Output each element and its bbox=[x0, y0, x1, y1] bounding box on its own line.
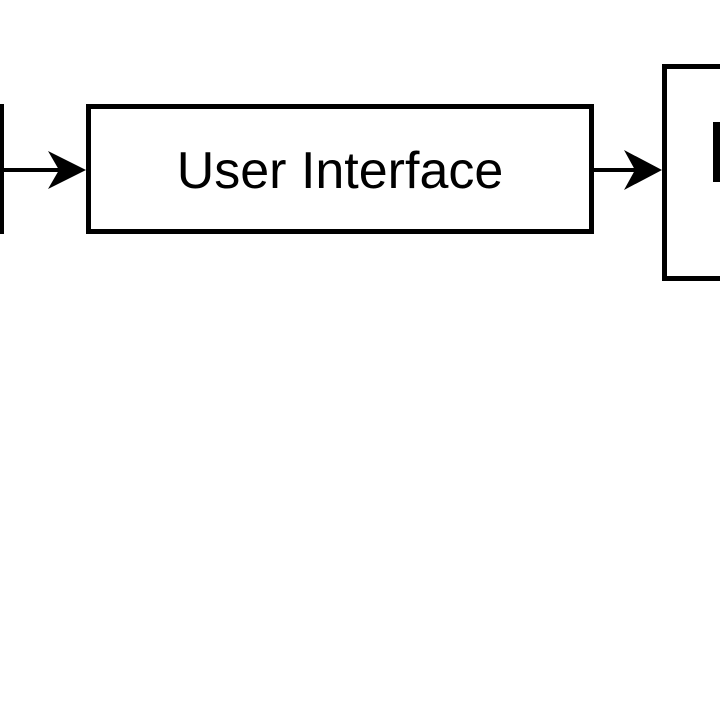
node-right-offscreen bbox=[662, 64, 720, 281]
arrowhead-icon bbox=[48, 151, 86, 189]
node-user-interface: User Interface bbox=[86, 104, 594, 234]
arrowhead-icon bbox=[624, 150, 662, 190]
edge-user-interface-to-right bbox=[594, 150, 662, 190]
node-left-offscreen bbox=[0, 104, 4, 234]
partial-letter-glyph bbox=[713, 122, 720, 182]
edge-left-to-user-interface bbox=[1, 151, 86, 189]
node-label: User Interface bbox=[176, 142, 504, 200]
